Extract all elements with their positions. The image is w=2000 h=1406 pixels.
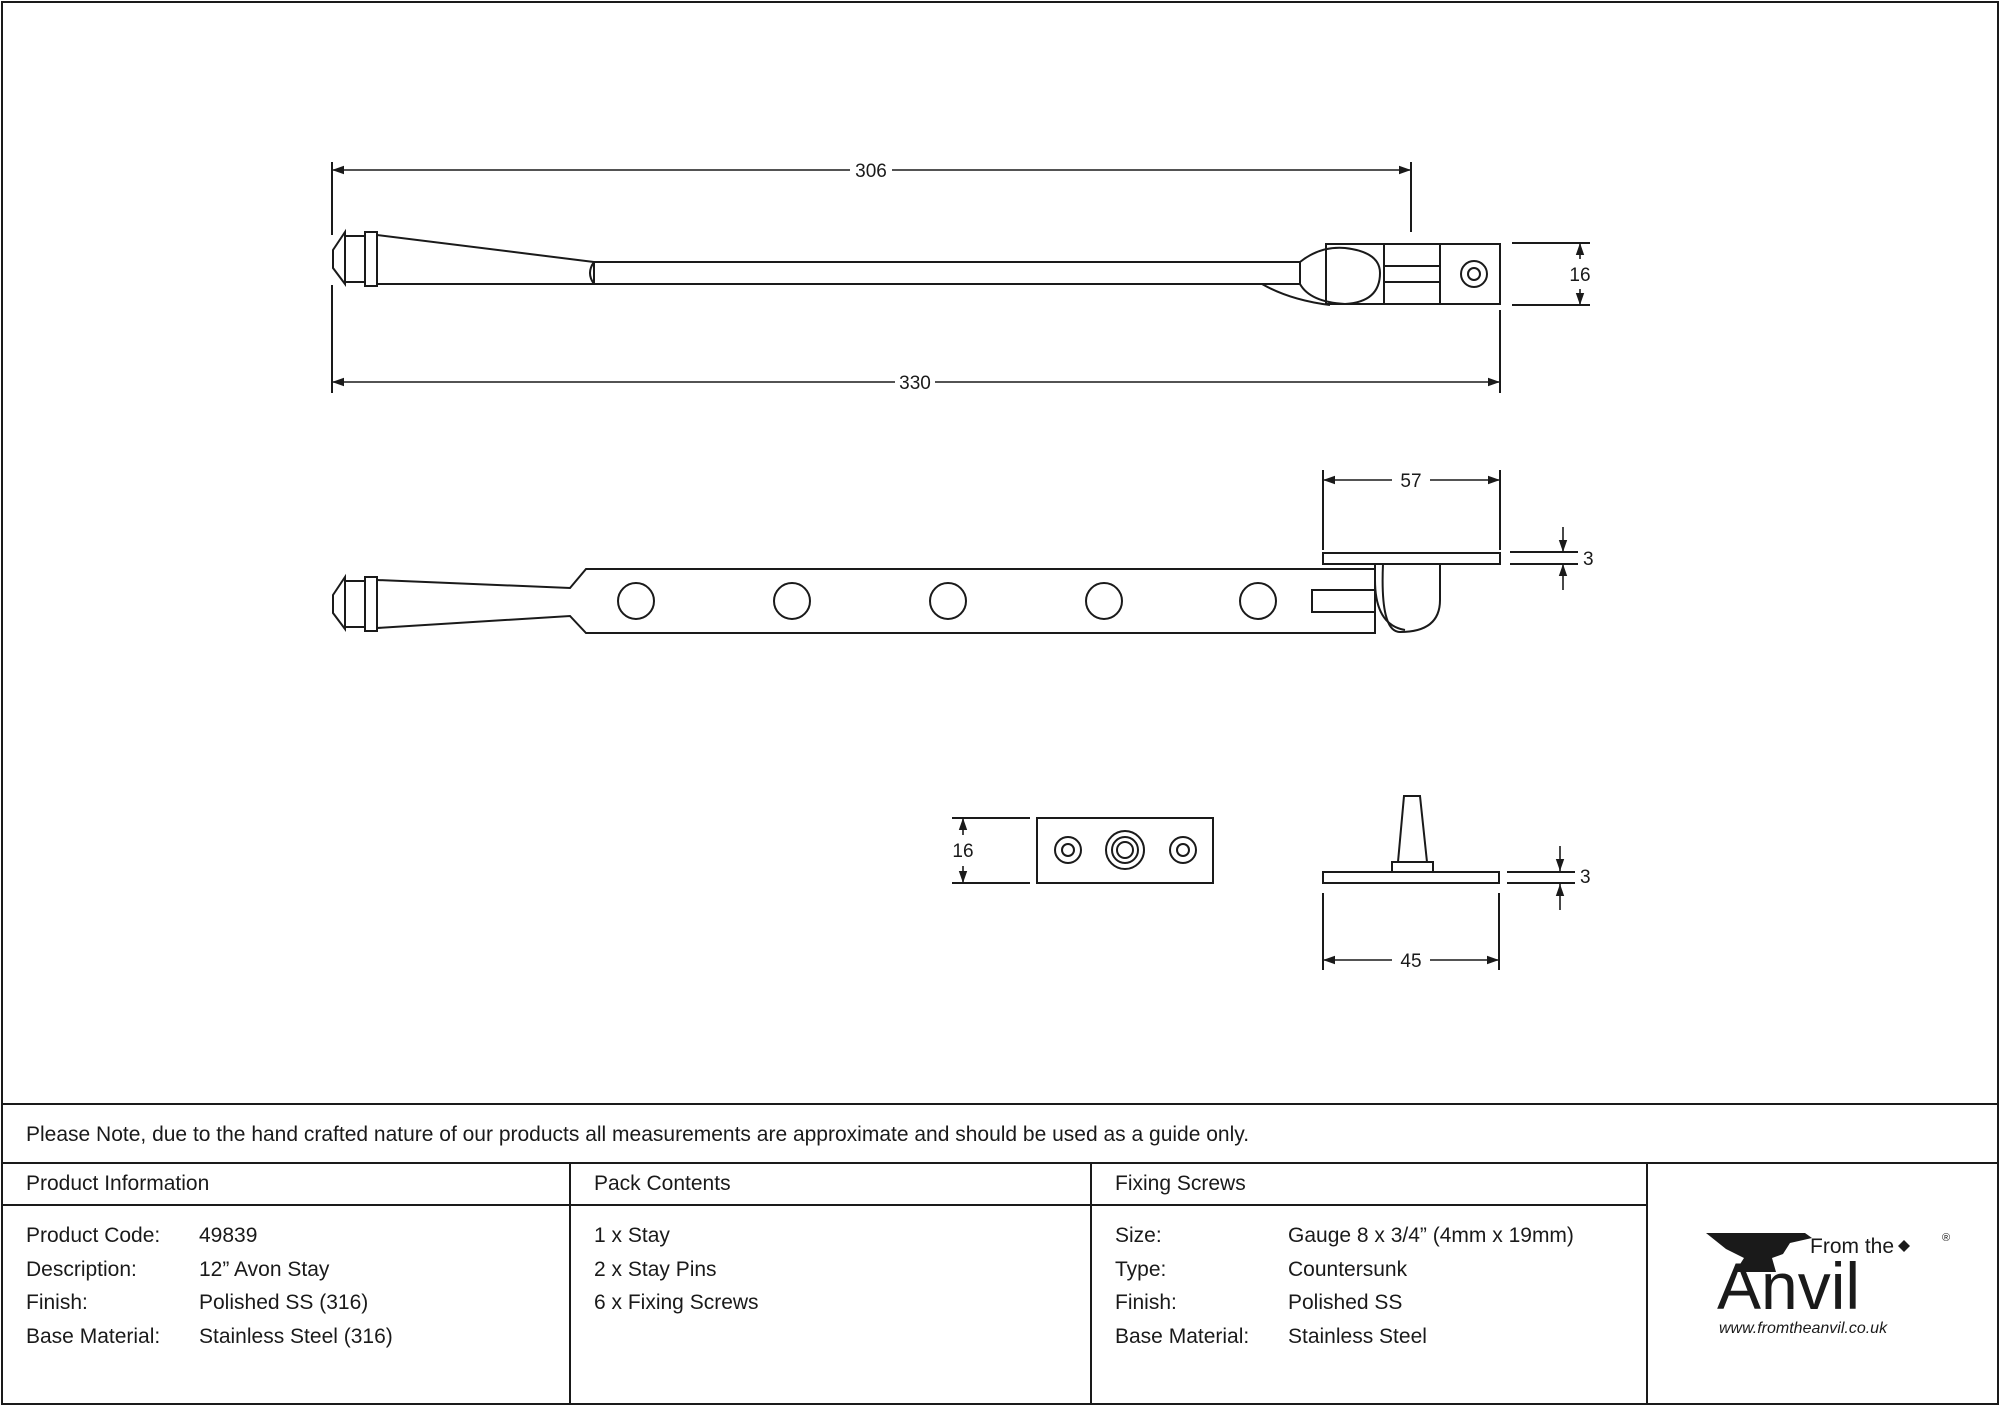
logo-from-the: From the	[1810, 1235, 1894, 1258]
fixing-screws-label: Type:	[1115, 1258, 1166, 1281]
diamond-icon	[1898, 1240, 1910, 1252]
dimension-330-label: 330	[899, 373, 931, 394]
fixing-screws-value: Polished SS	[1288, 1291, 1402, 1314]
pack-contents-section: Pack Contents 1 x Stay 2 x Stay Pins 6 x…	[594, 1172, 759, 1314]
stay-side-view	[332, 470, 1578, 634]
pin-side-view	[1322, 795, 1575, 970]
dimension-16-plate-label: 16	[952, 841, 973, 862]
dimension-306-label: 306	[855, 161, 887, 182]
dimension-57: 57	[1323, 471, 1500, 492]
product-info-label: Product Code:	[26, 1224, 160, 1247]
product-info-title: Product Information	[26, 1172, 209, 1195]
dimension-3-keep: 3	[1558, 527, 1594, 590]
logo-url: www.fromtheanvil.co.uk	[1719, 1320, 1888, 1337]
pin-plate-top-view	[952, 817, 1214, 884]
anvil-icon	[1706, 1233, 1812, 1272]
fixing-screws-title: Fixing Screws	[1115, 1172, 1246, 1195]
product-info-value: 12” Avon Stay	[199, 1258, 330, 1281]
dimension-16-plate: 16	[952, 818, 974, 883]
dimension-3-pin: 3	[1555, 846, 1591, 910]
fixing-screws-value: Gauge 8 x 3/4” (4mm x 19mm)	[1288, 1224, 1574, 1247]
dimension-306: 306	[332, 161, 1411, 182]
dimension-3-pin-label: 3	[1580, 867, 1591, 888]
pack-contents-item: 6 x Fixing Screws	[594, 1291, 759, 1314]
logo-registered-mark: ®	[1942, 1232, 1950, 1244]
fixing-screws-value: Stainless Steel	[1288, 1325, 1427, 1348]
product-info-value: Polished SS (316)	[199, 1291, 368, 1314]
title-block	[2, 1103, 1998, 1404]
product-info-value: Stainless Steel (316)	[199, 1325, 393, 1348]
fixing-screws-section: Fixing Screws Size: Gauge 8 x 3/4” (4mm …	[1115, 1172, 1574, 1348]
dimension-45: 45	[1323, 951, 1499, 972]
product-info-label: Description:	[26, 1258, 137, 1281]
fixing-screws-label: Size:	[1115, 1224, 1162, 1247]
fixing-screws-label: Base Material:	[1115, 1325, 1249, 1348]
fixing-screws-value: Countersunk	[1288, 1258, 1408, 1281]
product-info-label: Finish:	[26, 1291, 88, 1314]
dimension-330: 330	[332, 373, 1500, 394]
fixing-screws-label: Finish:	[1115, 1291, 1177, 1314]
pack-contents-item: 1 x Stay	[594, 1224, 670, 1247]
dimension-57-label: 57	[1400, 471, 1421, 492]
product-info-section: Product Information Product Code: 49839 …	[26, 1172, 393, 1348]
dimension-45-label: 45	[1400, 951, 1421, 972]
pack-contents-item: 2 x Stay Pins	[594, 1258, 717, 1281]
logo-brand: Anvil	[1717, 1249, 1860, 1323]
product-info-value: 49839	[199, 1224, 257, 1247]
from-the-anvil-logo: From the ® Anvil www.fromtheanvil.co.uk	[1706, 1232, 1950, 1337]
dimension-16-stay-label: 16	[1569, 265, 1590, 286]
measurement-note: Please Note, due to the hand crafted nat…	[26, 1123, 1249, 1146]
product-info-label: Base Material:	[26, 1325, 160, 1348]
stay-top-view	[331, 162, 1590, 393]
dimension-16-stay: 16	[1569, 243, 1591, 305]
pack-contents-title: Pack Contents	[594, 1172, 731, 1195]
dimension-3-keep-label: 3	[1583, 549, 1594, 570]
